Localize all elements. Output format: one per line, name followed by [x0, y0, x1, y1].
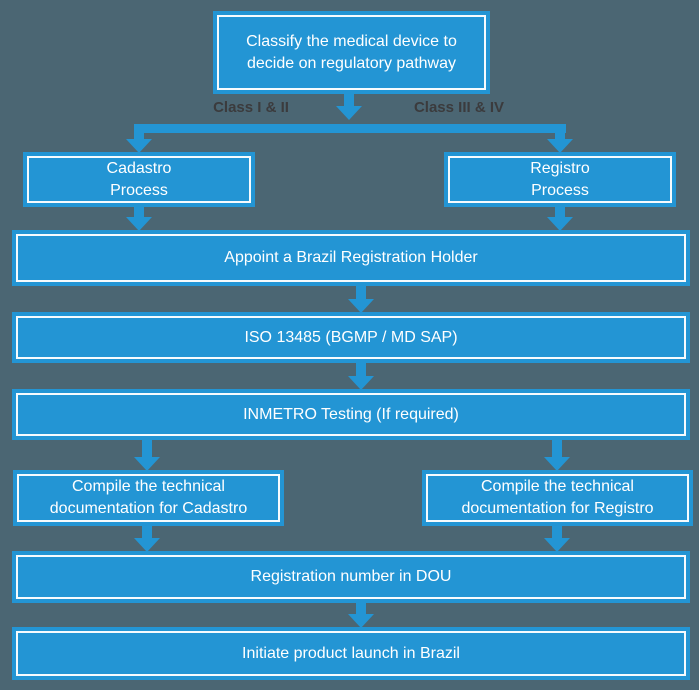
branch-label-class-3-4: Class III & IV: [413, 99, 505, 116]
node-classify-device: Classify the medical device to decide on…: [213, 11, 490, 94]
connector-stem: [356, 603, 366, 615]
arrowhead-down-icon: [336, 106, 362, 120]
arrowhead-down-icon: [348, 299, 374, 313]
connector-stem: [142, 440, 152, 458]
connector-stem: [356, 363, 366, 377]
branch-label-class-1-2: Class I & II: [213, 99, 289, 116]
node-initiate-product-launch: Initiate product launch in Brazil: [12, 627, 690, 680]
arrowhead-down-icon: [348, 614, 374, 628]
node-compile-documentation-registro: Compile the technical documentation for …: [422, 470, 693, 526]
connector-stem: [555, 207, 565, 218]
node-registration-number-dou: Registration number in DOU: [12, 551, 690, 603]
arrowhead-down-icon: [126, 139, 152, 153]
arrowhead-down-icon: [126, 217, 152, 231]
arrowhead-down-icon: [544, 538, 570, 552]
arrowhead-down-icon: [544, 457, 570, 471]
arrowhead-down-icon: [134, 538, 160, 552]
connector-stem: [344, 93, 354, 107]
connector-stem: [356, 286, 366, 300]
connector-stem: [552, 526, 562, 539]
arrowhead-down-icon: [547, 217, 573, 231]
node-appoint-registration-holder: Appoint a Brazil Registration Holder: [12, 230, 690, 286]
connector-stem: [142, 526, 152, 539]
connector-stem: [134, 207, 144, 218]
split-bar: [134, 124, 566, 133]
node-cadastro-process: Cadastro Process: [23, 152, 255, 207]
connector-stem: [552, 440, 562, 458]
node-compile-documentation-cadastro: Compile the technical documentation for …: [13, 470, 284, 526]
connector-stem: [134, 124, 144, 140]
arrowhead-down-icon: [134, 457, 160, 471]
node-iso-13485: ISO 13485 (BGMP / MD SAP): [12, 312, 690, 363]
node-inmetro-testing: INMETRO Testing (If required): [12, 389, 690, 440]
arrowhead-down-icon: [547, 139, 573, 153]
connector-stem: [555, 124, 565, 140]
arrowhead-down-icon: [348, 376, 374, 390]
node-registro-process: Registro Process: [444, 152, 676, 207]
